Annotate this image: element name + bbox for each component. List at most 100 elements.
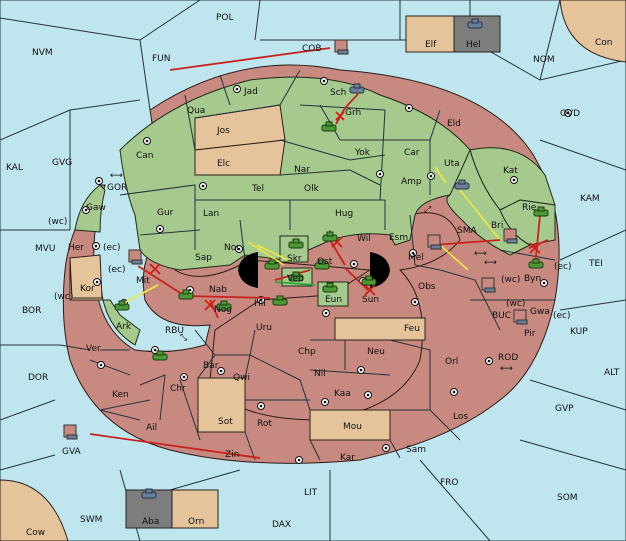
label-wc4: (wc): [506, 299, 525, 309]
fleet-unit: [503, 228, 518, 244]
army-unit: [528, 258, 544, 269]
label-bri: Bri: [491, 221, 503, 231]
svg-text:⤢: ⤢: [423, 205, 431, 215]
army-unit: [288, 271, 304, 282]
province-aba[interactable]: [125, 489, 173, 529]
label-rod: ROD: [498, 353, 518, 363]
label-gwa: Gwa: [530, 307, 550, 317]
label-can: Can: [136, 151, 154, 161]
province-elf[interactable]: [405, 15, 455, 53]
army-unit: [264, 259, 280, 270]
label-chp: Chp: [298, 347, 316, 357]
label-obs: Obs: [418, 282, 436, 292]
labels: POL NVM FUN COB Elf Hel Con NOM OVD KAL …: [6, 13, 620, 538]
label-grh: Grh: [345, 108, 361, 118]
label-fro: FRO: [440, 478, 459, 488]
label-qwi: Qwi: [233, 373, 250, 383]
label-nab: Nab: [209, 285, 227, 295]
label-neu: Neu: [367, 347, 385, 357]
label-yok: Yok: [354, 148, 371, 158]
label-pir: Pir: [524, 329, 536, 339]
svg-text:⟷: ⟷: [500, 364, 513, 374]
label-gor: GOR: [107, 183, 127, 193]
province-orn[interactable]: [171, 489, 219, 529]
label-bar: Bar: [203, 361, 219, 371]
label-uta: Uta: [444, 159, 460, 169]
svg-text:⟷: ⟷: [484, 258, 497, 268]
province-feu[interactable]: [334, 317, 426, 341]
orders-layer: [89, 47, 549, 459]
label-cob: COB: [302, 44, 322, 54]
army-unit: [322, 231, 338, 242]
label-mvu: MVU: [35, 244, 56, 254]
label-lit: LIT: [304, 488, 318, 498]
label-kup: KUP: [570, 327, 588, 337]
label-aba: Aba: [142, 517, 159, 527]
army-unit: [216, 300, 232, 311]
province-ark[interactable]: [102, 299, 141, 346]
label-ec3: (ec): [554, 262, 572, 272]
label-rbu: RBU: [165, 326, 184, 336]
fleet-unit: [427, 234, 442, 250]
label-veb: Veb: [287, 274, 304, 284]
label-kar: Kar: [340, 453, 355, 463]
fleet-unit: [128, 249, 143, 265]
army-unit: [152, 350, 168, 361]
label-kaa: Kaa: [334, 389, 351, 399]
label-mit: Mit: [136, 276, 150, 286]
army-unit: [114, 300, 130, 311]
canal-markers: ⟷ ⤡ ⤢ ⟷ ⟷ ⟷: [110, 171, 513, 374]
label-som: SOM: [557, 493, 578, 503]
svg-text:⟷: ⟷: [474, 249, 487, 259]
label-ark: Ark: [116, 322, 132, 332]
label-nil: Nil: [314, 369, 326, 379]
label-gva: GVA: [62, 447, 82, 457]
label-wc2: (wc): [54, 292, 73, 302]
province-gaw[interactable]: [74, 184, 106, 233]
label-gur: Gur: [157, 208, 174, 218]
label-pol: POL: [216, 13, 234, 23]
label-wil: Wil: [357, 234, 371, 244]
label-eun: Eun: [325, 295, 342, 305]
label-jos: Jos: [216, 126, 230, 136]
svg-text:⤡: ⤡: [180, 333, 187, 343]
label-amp: Amp: [401, 177, 422, 187]
label-sma: SMA: [457, 226, 477, 236]
province-kor2[interactable]: [69, 254, 103, 299]
label-esm: Esm: [389, 233, 408, 243]
army-unit: [272, 295, 288, 306]
label-nvm: NVM: [32, 48, 53, 58]
label-kam: KAM: [580, 194, 600, 204]
label-con: Con: [595, 38, 613, 48]
label-gvg: GVG: [52, 158, 72, 168]
label-orn: Orn: [188, 517, 204, 527]
label-swm: SWM: [80, 515, 102, 525]
army-unit: [322, 282, 338, 293]
label-kat: Kat: [503, 166, 518, 176]
label-lan: Lan: [203, 209, 219, 219]
label-nor: Nor: [224, 243, 240, 253]
label-tei: TEI: [588, 259, 603, 269]
label-uru: Uru: [256, 323, 272, 333]
army-unit: [178, 289, 194, 300]
army-unit: [533, 206, 549, 217]
label-ovd: OVD: [560, 109, 580, 119]
label-gvp: GVP: [555, 404, 574, 414]
label-buc: BUC: [492, 311, 511, 321]
label-byn: Byn: [524, 274, 541, 284]
label-elf: Elf: [425, 40, 437, 50]
label-los: Los: [453, 412, 468, 422]
army-unit: [349, 83, 365, 94]
label-hil: Hil: [254, 299, 266, 309]
label-sch: Sch: [330, 88, 346, 98]
label-fun: FUN: [152, 54, 171, 64]
label-ken: Ken: [112, 390, 129, 400]
label-rot: Rot: [257, 419, 272, 429]
label-dor: DOR: [28, 373, 48, 383]
label-nar: Nar: [294, 165, 310, 175]
label-olk: Olk: [304, 184, 320, 194]
label-nog: Nog: [214, 305, 232, 315]
label-mou: Mou: [343, 422, 362, 432]
label-jad: Jad: [243, 87, 258, 97]
